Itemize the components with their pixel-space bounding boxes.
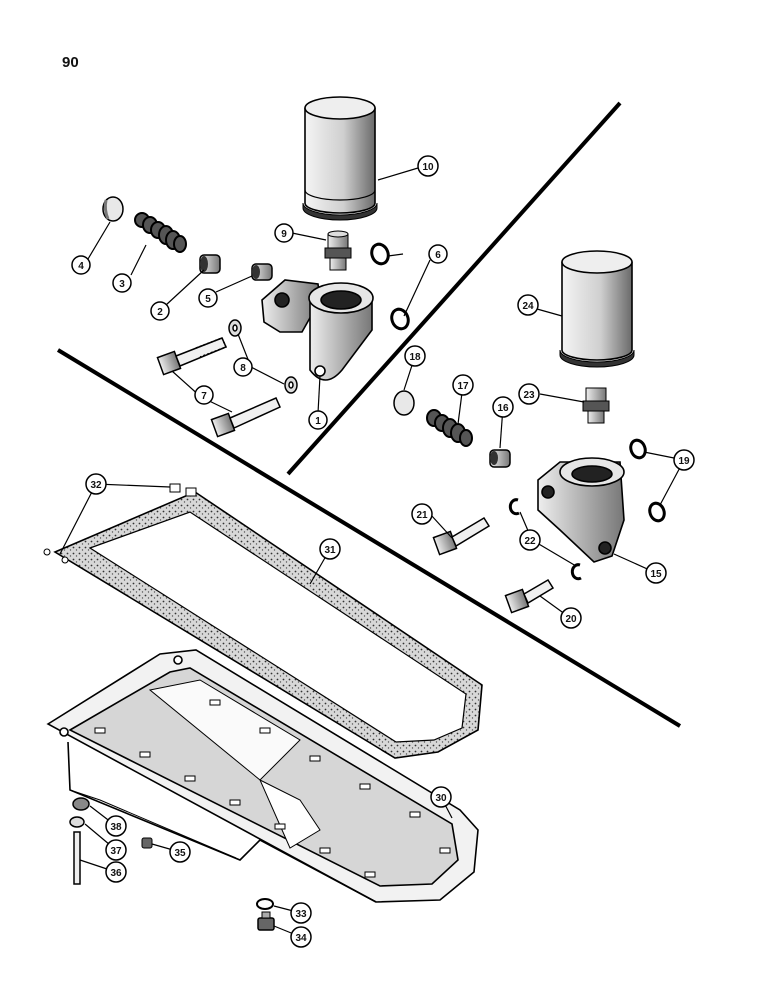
svg-text:10: 10 xyxy=(422,162,434,173)
svg-text:3: 3 xyxy=(119,279,125,290)
nipple-23 xyxy=(582,387,610,424)
callout-10: 10 xyxy=(417,155,439,177)
callout-37: 37 xyxy=(105,839,127,861)
filter-base-15 xyxy=(537,457,625,563)
svg-text:23: 23 xyxy=(523,390,535,401)
callouts: 1 2 3 4 5 6 7 8 9 10 15 16 17 18 19 20 2… xyxy=(71,155,695,948)
callout-1: 1 xyxy=(308,410,328,430)
callout-33: 33 xyxy=(290,902,312,924)
svg-text:32: 32 xyxy=(90,480,102,491)
svg-text:24: 24 xyxy=(522,301,534,312)
svg-text:15: 15 xyxy=(650,569,662,580)
callout-7: 7 xyxy=(194,385,214,405)
callout-3: 3 xyxy=(112,273,132,293)
svg-text:19: 19 xyxy=(678,456,690,467)
svg-text:7: 7 xyxy=(201,391,207,402)
svg-text:4: 4 xyxy=(78,261,84,272)
callout-9: 9 xyxy=(274,223,294,243)
oil-pan-30 xyxy=(46,649,479,903)
o-ring-19 xyxy=(629,438,666,523)
spring-3 xyxy=(134,212,187,253)
svg-text:16: 16 xyxy=(497,403,509,414)
callout-18: 18 xyxy=(404,345,426,367)
callout-8: 8 xyxy=(233,357,253,377)
svg-text:8: 8 xyxy=(240,363,246,374)
oil-filter-24 xyxy=(559,250,635,368)
cap-18 xyxy=(393,390,415,416)
callout-17: 17 xyxy=(452,374,474,396)
gasket-33 xyxy=(256,898,274,910)
callout-30: 30 xyxy=(430,786,452,808)
callout-21: 21 xyxy=(411,503,433,525)
page-number: 90 xyxy=(62,54,79,71)
callout-38: 38 xyxy=(105,815,127,837)
clip-22 xyxy=(508,498,582,581)
svg-text:33: 33 xyxy=(295,909,307,920)
oil-pan-gasket-31 xyxy=(43,483,483,759)
svg-text:17: 17 xyxy=(457,381,469,392)
callout-20: 20 xyxy=(560,607,582,629)
callout-23: 23 xyxy=(518,383,540,405)
plug-35 xyxy=(141,837,153,849)
svg-text:1: 1 xyxy=(315,416,321,427)
filter-base-1 xyxy=(261,279,374,381)
svg-text:18: 18 xyxy=(409,352,421,363)
svg-text:30: 30 xyxy=(435,793,447,804)
washer-8 xyxy=(228,319,298,394)
svg-text:35: 35 xyxy=(174,848,186,859)
callout-5: 5 xyxy=(198,288,218,308)
svg-text:34: 34 xyxy=(295,933,307,944)
callout-31: 31 xyxy=(319,538,341,560)
spring-17 xyxy=(426,409,473,447)
bolt-21 xyxy=(432,516,491,556)
divider-lines xyxy=(56,101,682,728)
valve-16 xyxy=(489,449,511,468)
nipple-9 xyxy=(324,230,352,271)
callout-4: 4 xyxy=(71,255,91,275)
valve-2 xyxy=(199,254,221,274)
callout-19: 19 xyxy=(673,449,695,471)
plug-5 xyxy=(251,263,273,281)
svg-text:20: 20 xyxy=(565,614,577,625)
o-ring-6 xyxy=(370,242,410,331)
callout-24: 24 xyxy=(517,294,539,316)
callout-22: 22 xyxy=(519,529,541,551)
svg-text:36: 36 xyxy=(110,868,122,879)
nut-38 xyxy=(72,797,90,811)
callout-34: 34 xyxy=(290,926,312,948)
oil-filter-10 xyxy=(302,96,378,221)
svg-text:38: 38 xyxy=(110,822,122,833)
svg-text:37: 37 xyxy=(110,846,122,857)
cap-4 xyxy=(102,196,124,222)
svg-text:2: 2 xyxy=(157,307,163,318)
callout-35: 35 xyxy=(169,841,191,863)
drain-plug-34 xyxy=(257,911,275,931)
svg-text:5: 5 xyxy=(205,294,211,305)
bolt-20 xyxy=(504,578,555,614)
callout-2: 2 xyxy=(150,301,170,321)
svg-text:6: 6 xyxy=(435,250,441,261)
callout-36: 36 xyxy=(105,861,127,883)
stud-36 xyxy=(73,831,81,885)
svg-text:22: 22 xyxy=(524,536,536,547)
callout-32: 32 xyxy=(85,473,107,495)
callout-16: 16 xyxy=(492,396,514,418)
bolt-7 xyxy=(156,337,281,438)
svg-text:9: 9 xyxy=(281,229,287,240)
svg-text:31: 31 xyxy=(324,545,336,556)
callout-15: 15 xyxy=(645,562,667,584)
callout-6: 6 xyxy=(428,244,448,264)
washer-37 xyxy=(69,816,85,828)
svg-text:21: 21 xyxy=(416,510,428,521)
